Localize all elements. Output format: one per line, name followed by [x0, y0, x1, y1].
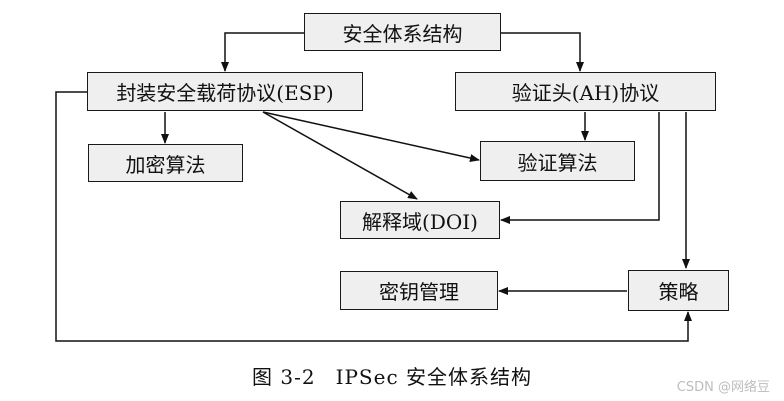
watermark: CSDN @网络豆 — [676, 380, 770, 395]
edge-esp-to-auth-alg — [262, 111, 480, 162]
edge-esp-to-policy — [55, 91, 692, 342]
figure-number: 图 3-2 — [251, 365, 316, 389]
node-authentication-algorithm: 验证算法 — [480, 141, 635, 181]
edge-ah-to-doi — [500, 112, 660, 224]
edge-top-to-esp — [221, 32, 304, 72]
node-ah-protocol: 验证头(AH)协议 — [455, 72, 716, 111]
node-encryption-algorithm: 加密算法 — [88, 144, 243, 182]
figure-title: IPSec 安全体系结构 — [335, 365, 533, 389]
edge-esp-to-doi — [262, 111, 418, 200]
node-esp-protocol: 封装安全载荷协议(ESP) — [87, 72, 363, 111]
edge-top-to-ah — [501, 32, 584, 72]
node-key-management: 密钥管理 — [340, 271, 498, 310]
node-domain-of-interpretation: 解释域(DOI) — [340, 201, 500, 239]
node-policy: 策略 — [628, 270, 729, 311]
figure-caption: 图 3-2 IPSec 安全体系结构 — [0, 361, 784, 390]
node-security-architecture: 安全体系结构 — [304, 13, 501, 51]
